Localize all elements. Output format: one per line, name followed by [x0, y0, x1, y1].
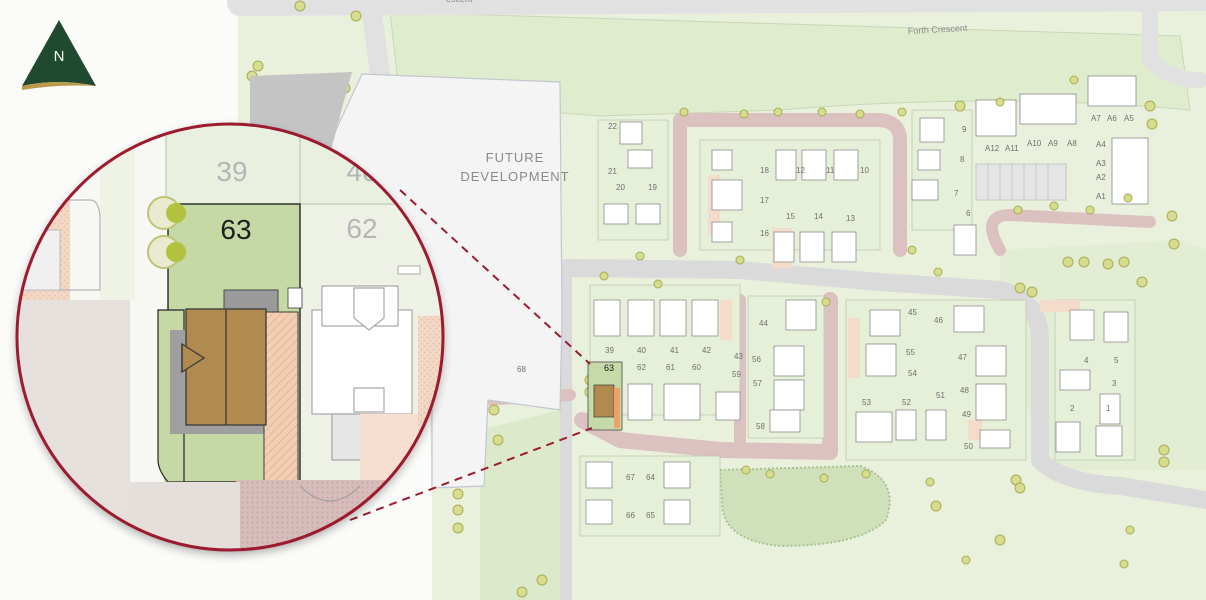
plot-number: A12 — [985, 144, 1000, 153]
plot-number: 64 — [646, 473, 655, 482]
plot-number: A7 — [1091, 114, 1101, 123]
future-development-area: FUTURE DEVELOPMENT — [315, 73, 569, 489]
plot-number: 46 — [934, 316, 943, 325]
plot-number: 21 — [608, 167, 617, 176]
trees — [246, 0, 1180, 598]
neighbour-house-62 — [311, 285, 413, 461]
north-compass: N — [22, 20, 96, 90]
plot-number: 17 — [760, 196, 769, 205]
plot-number: 7 — [954, 189, 959, 198]
plot-number: 3 — [1112, 379, 1117, 388]
plot-number: 59 — [732, 370, 741, 379]
plot-number: 5 — [1114, 356, 1119, 365]
plot-number: 12 — [796, 166, 805, 175]
plot-number: 11 — [826, 166, 835, 175]
plot-number: A3 — [1096, 159, 1106, 168]
plot-number: 15 — [786, 212, 795, 221]
plot-number: 22 — [608, 122, 617, 131]
plot-number: 43 — [734, 352, 743, 361]
plot-number: 65 — [646, 511, 655, 520]
plot-number: 61 — [666, 363, 675, 372]
highlighted-plot-63[interactable]: 63 — [587, 361, 623, 431]
plot-number: 55 — [906, 348, 915, 357]
houses — [535, 75, 1149, 525]
plot-number: 41 — [670, 346, 679, 355]
plot-number: 20 — [616, 183, 625, 192]
plot-number: 66 — [626, 511, 635, 520]
compass-north-label: N — [54, 48, 65, 65]
plot-number: A9 — [1048, 139, 1058, 148]
plot-number: A4 — [1096, 140, 1106, 149]
plot-number: 57 — [753, 379, 762, 388]
plot-number: 39 — [605, 346, 614, 355]
inset-house-63 — [181, 308, 267, 426]
plot-number: 48 — [960, 386, 969, 395]
plot-number: 60 — [692, 363, 701, 372]
plot-number: 67 — [626, 473, 635, 482]
plot-number: 40 — [637, 346, 646, 355]
plot-number: A2 — [1096, 173, 1106, 182]
plot-number: A6 — [1107, 114, 1117, 123]
inset-plot-62: 62 — [346, 213, 377, 244]
street-label-forth-crescent: Forth Crescent — [908, 23, 968, 36]
highlighted-plot-label: 63 — [604, 363, 614, 373]
inset-highlighted-plot-63: 63 — [220, 214, 251, 245]
plot-number: 53 — [862, 398, 871, 407]
plot-number: 19 — [648, 183, 657, 192]
inset-tree-icons — [147, 196, 186, 269]
plot-number: A11 — [1005, 144, 1019, 153]
plot-number: 56 — [752, 355, 761, 364]
plot-number: 4 — [1084, 356, 1089, 365]
plot-number: 9 — [962, 125, 967, 134]
plot-number: A10 — [1027, 139, 1042, 148]
plot-number: 47 — [958, 353, 967, 362]
plot-number: 62 — [637, 363, 646, 372]
plot-number: 44 — [759, 319, 768, 328]
roads — [227, 0, 1206, 600]
future-development-line-1: FUTURE — [486, 150, 545, 165]
plot-number: 50 — [964, 442, 973, 451]
plot-number: 58 — [756, 422, 765, 431]
zoom-connector-lines — [349, 189, 593, 521]
plot-number: A1 — [1096, 192, 1106, 201]
zoom-inset-border — [15, 122, 445, 552]
plot-number: 52 — [902, 398, 911, 407]
plot-number: 13 — [846, 214, 855, 223]
plot-number: 2 — [1070, 404, 1075, 413]
plot-number: 14 — [814, 212, 823, 221]
plot-number: 8 — [960, 155, 965, 164]
plot-number: 6 — [966, 209, 971, 218]
street-label-partial: escent — [446, 0, 473, 4]
plot-number: 42 — [702, 346, 711, 355]
plot-number: A8 — [1067, 139, 1077, 148]
plot-number: 10 — [860, 166, 869, 175]
zoom-inset-content: 39 40 62 63 — [18, 125, 442, 549]
inset-plot-39: 39 — [216, 156, 247, 187]
plot-number: 49 — [962, 410, 971, 419]
parking-area — [975, 163, 1067, 201]
plot-number: 45 — [908, 308, 917, 317]
plot-number: 51 — [936, 391, 945, 400]
plot-number: 54 — [908, 369, 917, 378]
plot-number: 68 — [517, 365, 526, 374]
future-development-line-2: DEVELOPMENT — [460, 169, 569, 184]
plot-number: 18 — [760, 166, 769, 175]
plot-number: A5 — [1124, 114, 1134, 123]
plot-number: 16 — [760, 229, 769, 238]
plot-number: 1 — [1106, 404, 1111, 413]
